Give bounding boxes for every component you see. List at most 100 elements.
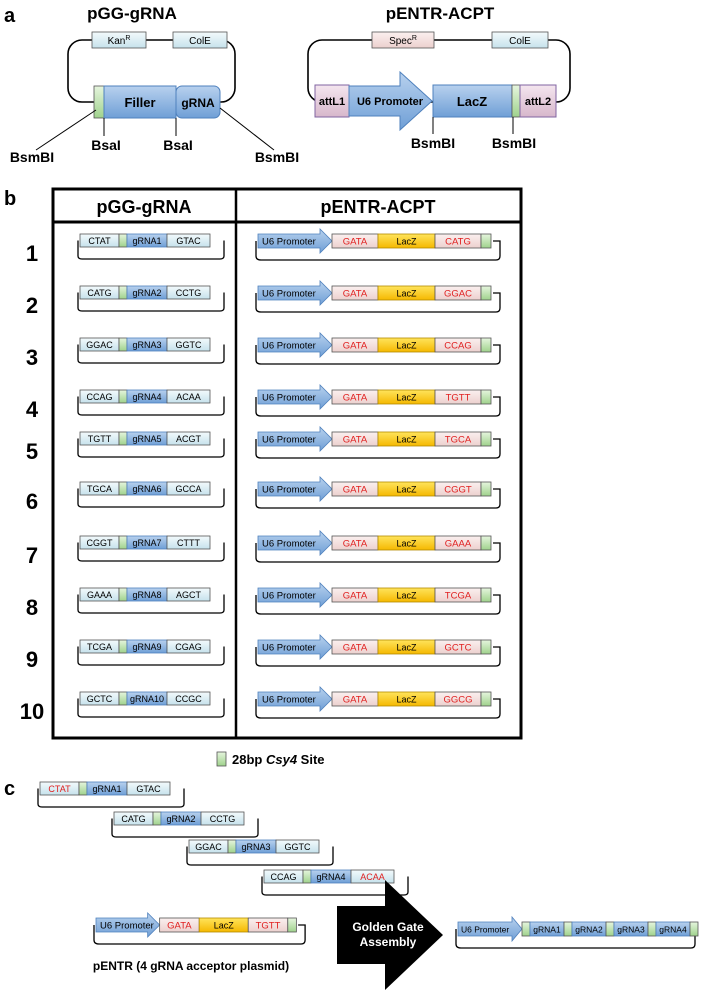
- pgg-site-bsai-left: BsaI: [91, 137, 121, 153]
- row-number: 2: [26, 293, 38, 318]
- product-grna: gRNA2: [575, 925, 603, 935]
- construct-left-overhang: CCAG: [270, 872, 296, 882]
- pentr-cole-box: [491, 31, 549, 49]
- pentr-spec-label: SpecR: [389, 35, 417, 47]
- row-pentr-overhang: CGGT: [444, 485, 472, 496]
- row-pentr-gata: GATA: [343, 435, 368, 446]
- acceptor-caption: pENTR (4 gRNA acceptor plasmid): [93, 959, 289, 973]
- row-pentr-backbone: [255, 646, 501, 667]
- row-pentr-u6-arrow: [257, 476, 333, 502]
- row-pgg-grna: gRNA3: [132, 340, 161, 350]
- panel-label-c: c: [4, 778, 15, 800]
- row-pentr-lacz: LacZ: [396, 393, 417, 403]
- row-pentr-backbone: [255, 344, 501, 365]
- pgg-grna-label: gRNA: [181, 96, 215, 110]
- pgg-site-bsai-right: BsaI: [163, 137, 193, 153]
- row-pentr-u6-arrow: [257, 332, 333, 358]
- row-pentr-overhang: GCTC: [445, 643, 472, 654]
- row-pentr-overhang: TGTT: [446, 393, 471, 404]
- construct-grna: gRNA1: [92, 784, 121, 794]
- construct-right-overhang-box: [275, 839, 320, 854]
- row-pentr-backbone: [255, 438, 501, 459]
- row-pentr-csy4-site: [480, 337, 492, 353]
- row-pentr-gata: GATA: [343, 289, 368, 300]
- row-pgg-backbone: [77, 396, 225, 416]
- row-pentr-backbone: [255, 698, 501, 719]
- construct-csy4-site: [302, 869, 312, 884]
- row-number: 4: [26, 397, 39, 422]
- construct-right-overhang-box: [126, 781, 171, 796]
- construct-right-overhang: GGTC: [285, 842, 311, 852]
- row-pentr-lacz: LacZ: [396, 435, 417, 445]
- construct-backbone: [37, 788, 185, 808]
- acceptor-u6-label: U6 Promoter: [100, 921, 154, 932]
- panel-label-b: b: [4, 188, 16, 210]
- row-pgg-right-overhang-box: [166, 337, 211, 352]
- construct-left-overhang: CATG: [121, 814, 145, 824]
- row-pgg-right-overhang-box: [166, 285, 211, 300]
- row-pgg-right-overhang: CGAG: [175, 642, 202, 652]
- pgg-cole-box: [172, 31, 228, 49]
- acceptor-lacz: LacZ: [214, 921, 235, 931]
- row-pentr-gata: GATA: [343, 591, 368, 602]
- construct-csy4-site: [78, 781, 88, 796]
- row-pentr-csy4-site: [480, 285, 492, 301]
- product-csy4-site: [563, 921, 573, 937]
- row-pgg-right-overhang: AGCT: [176, 590, 202, 600]
- row-pgg-grna: gRNA7: [132, 538, 161, 548]
- pgg-bsmbi-right-line: [219, 107, 275, 151]
- row-pentr-u6-label: U6 Promoter: [262, 435, 316, 446]
- construct-left-overhang: GGAC: [195, 842, 222, 852]
- row-pentr-backbone: [255, 396, 501, 417]
- row-pentr-u6-arrow: [257, 426, 333, 452]
- row-pgg-right-overhang-box: [166, 691, 211, 706]
- pgg-site-bsmbi-left: BsmBI: [10, 149, 54, 165]
- row-pgg-backbone: [77, 488, 225, 508]
- row-pentr-u6-arrow: [257, 634, 333, 660]
- row-pentr-gata: GATA: [343, 695, 368, 706]
- row-pentr-csy4-site: [480, 481, 492, 497]
- row-pgg-backbone: [77, 542, 225, 562]
- row-pgg-backbone: [77, 344, 225, 364]
- row-pentr-gata: GATA: [343, 643, 368, 654]
- row-pentr-lacz: LacZ: [396, 695, 417, 705]
- row-pgg-csy4-site: [118, 285, 128, 300]
- row-pentr-gata: GATA: [343, 237, 368, 248]
- row-pgg-grna: gRNA8: [132, 590, 161, 600]
- row-pgg-right-overhang: GCCA: [175, 484, 201, 494]
- pentr-u6-promoter-arrow: [348, 70, 433, 132]
- row-pentr-csy4-site: [480, 587, 492, 603]
- row-pentr-overhang: CCAG: [444, 341, 471, 352]
- row-pentr-lacz: LacZ: [396, 289, 417, 299]
- row-pgg-csy4-site: [118, 587, 128, 602]
- acceptor-overhang: TGTT: [256, 921, 281, 932]
- product-csy4-site: [647, 921, 657, 937]
- row-pentr-csy4-site: [480, 535, 492, 551]
- construct-right-overhang-box: [200, 811, 245, 826]
- row-pentr-backbone: [255, 594, 501, 615]
- pentr-lacz-box: [432, 84, 513, 118]
- row-pgg-csy4-site: [118, 233, 128, 248]
- row-pentr-lacz: LacZ: [396, 539, 417, 549]
- row-pgg-left-overhang: GCTC: [87, 694, 113, 704]
- acceptor-u6-arrow: [95, 912, 161, 938]
- construct-backbone: [186, 846, 334, 866]
- row-pentr-csy4-site: [480, 233, 492, 249]
- row-pentr-lacz: LacZ: [396, 643, 417, 653]
- row-pgg-left-overhang: TCGA: [87, 642, 112, 652]
- acceptor-csy4-site: [287, 917, 297, 933]
- pentr-attl2-label: attL2: [525, 96, 551, 108]
- row-pgg-csy4-site: [118, 639, 128, 654]
- pgg-title: pGG-gRNA: [87, 4, 177, 23]
- product-u6-arrow: [457, 915, 523, 943]
- row-pgg-right-overhang-box: [166, 587, 211, 602]
- row-pgg-right-overhang: ACGT: [176, 434, 202, 444]
